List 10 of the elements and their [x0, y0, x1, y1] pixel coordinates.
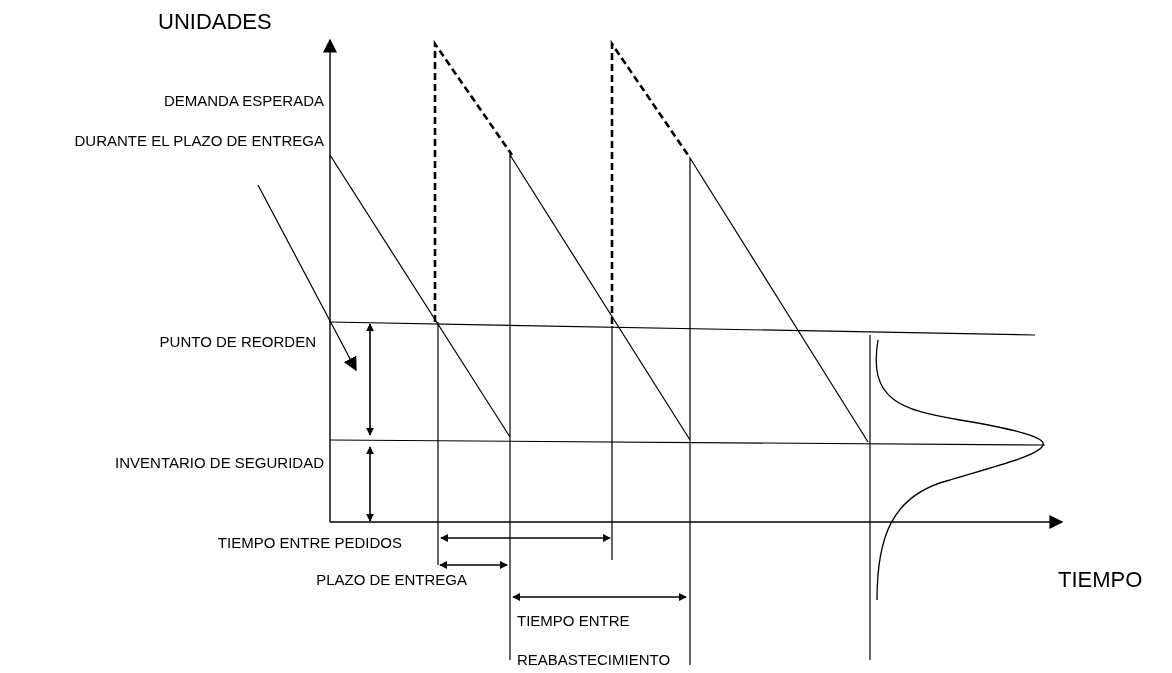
axis-title: TIEMPO [1058, 566, 1143, 594]
annotation-text: INVENTARIO DE SEGURIDAD [115, 454, 324, 473]
annotation-text: TIEMPO ENTRE [517, 612, 630, 631]
annotation-text: PUNTO DE REORDEN [159, 333, 316, 352]
annotation-text: REABASTECIMIENTO [517, 651, 671, 670]
axis-title: UNIDADES [158, 8, 272, 36]
annotation-text: TIEMPO ENTRE PEDIDOS [217, 534, 402, 553]
annotation-text: DEMANDA ESPERADA [163, 92, 324, 111]
annotation-text: DURANTE EL PLAZO DE ENTREGA [74, 132, 324, 151]
annotation-text: PLAZO DE ENTREGA [316, 571, 467, 590]
